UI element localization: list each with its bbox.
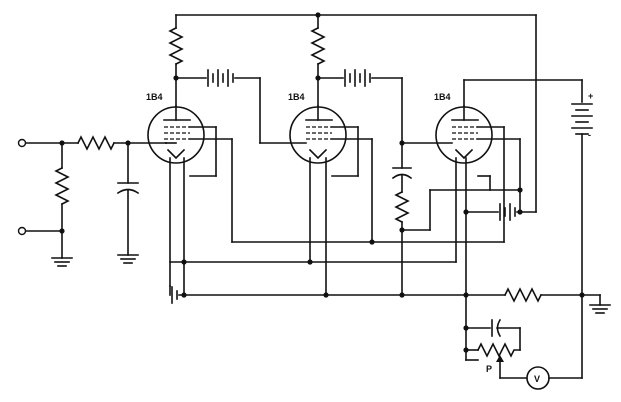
potentiometer-wiper [496,355,504,362]
battery-minus-label: - [588,130,591,140]
plate-resistor-1 [168,26,184,66]
tube-2 [289,105,347,164]
bias-battery [499,203,516,221]
interstage-resistor [394,190,410,224]
battery-plus-label: + [588,91,593,101]
capacitor-ground-symbol [117,254,139,264]
potentiometer-label: P [486,364,492,374]
potentiometer [476,342,521,358]
input-series-resistor [76,135,116,151]
tube-3-label: 1B4 [434,92,451,102]
tube-1 [147,105,205,164]
coupling-battery-2 [344,69,371,87]
tube-3 [435,105,493,164]
tube-2-label: 1B4 [288,92,305,102]
coupling-battery-1 [207,69,234,87]
plate-resistor-2 [310,26,326,66]
input-terminals [17,138,27,236]
output-ground-symbol [589,304,611,314]
plate-battery [571,103,593,135]
output-load-resistor [503,287,543,303]
voltmeter-label: V [534,374,540,384]
tube-1-label: 1B4 [146,92,163,102]
input-shunt-resistor [54,166,70,206]
input-ground-symbol [51,257,73,267]
filament-battery [171,286,178,304]
